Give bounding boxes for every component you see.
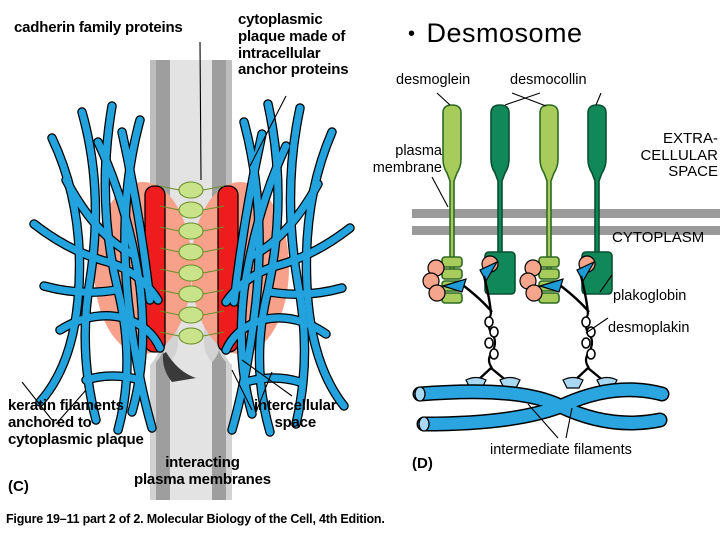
leader-keratin bbox=[21, 381, 87, 425]
panel-c-illustration bbox=[21, 41, 355, 500]
label-interacting-plasma-membranes: interacting plasma membranes bbox=[134, 454, 271, 488]
desmoplakin-strands bbox=[463, 275, 590, 315]
label-plakoglobin: plakoglobin bbox=[613, 288, 687, 304]
leader-plasma-membrane bbox=[431, 176, 449, 208]
panel-d-illustration bbox=[412, 92, 720, 439]
label-cytoplasmic-plaque: cytoplasmic plaque made of intracellular… bbox=[238, 11, 349, 79]
figure-caption: Figure 19–11 part 2 of 2. Molecular Biol… bbox=[6, 512, 385, 526]
label-keratin-filaments: keratin filaments anchored to cytoplasmi… bbox=[8, 397, 144, 448]
bullet-icon: • bbox=[408, 23, 416, 46]
leader-desmoplakin bbox=[585, 317, 609, 334]
shadow-wedge bbox=[162, 352, 196, 382]
cadherin-family-proteins bbox=[159, 181, 225, 345]
leader-cadherin bbox=[199, 41, 202, 181]
leader-desmoglein-2 bbox=[511, 92, 547, 107]
label-cytoplasm: CYTOPLASM bbox=[612, 229, 705, 246]
slide-title: • Desmosome bbox=[408, 18, 583, 49]
label-desmoplakin: desmoplakin bbox=[608, 320, 690, 336]
desmoplakin-coils bbox=[487, 313, 594, 369]
label-intercellular-space: intercellular space bbox=[254, 397, 337, 431]
leader-plakoglobin bbox=[599, 274, 613, 293]
leader-intercellular bbox=[241, 359, 293, 397]
label-desmocollin: desmocollin bbox=[510, 72, 587, 88]
leader-desmocollin-1 bbox=[504, 92, 541, 106]
title-text: Desmosome bbox=[426, 18, 583, 48]
leader-plaque bbox=[249, 95, 287, 167]
leader-membranes bbox=[231, 369, 273, 413]
label-extracellular-space: EXTRA- CELLULAR SPACE bbox=[640, 130, 718, 180]
leader-desmocollin-2 bbox=[595, 92, 602, 106]
panel-d-id: (D) bbox=[412, 455, 433, 472]
plakoglobin-subunits bbox=[422, 255, 596, 302]
leader-intermediate-filaments bbox=[527, 403, 573, 439]
label-cadherin-family-proteins: cadherin family proteins bbox=[14, 19, 183, 36]
label-desmoglein: desmoglein bbox=[396, 72, 471, 88]
cadherin-desmoglein-2 bbox=[538, 104, 560, 304]
label-plasma-membrane: plasma membrane bbox=[372, 143, 442, 176]
cadherin-desmoglein-1 bbox=[441, 104, 463, 304]
panel-c-id: (C) bbox=[8, 478, 29, 495]
leader-desmoglein-1 bbox=[436, 92, 451, 106]
plasma-membrane-bilayer bbox=[412, 209, 720, 235]
label-intermediate-filaments: intermediate filaments bbox=[490, 442, 632, 458]
